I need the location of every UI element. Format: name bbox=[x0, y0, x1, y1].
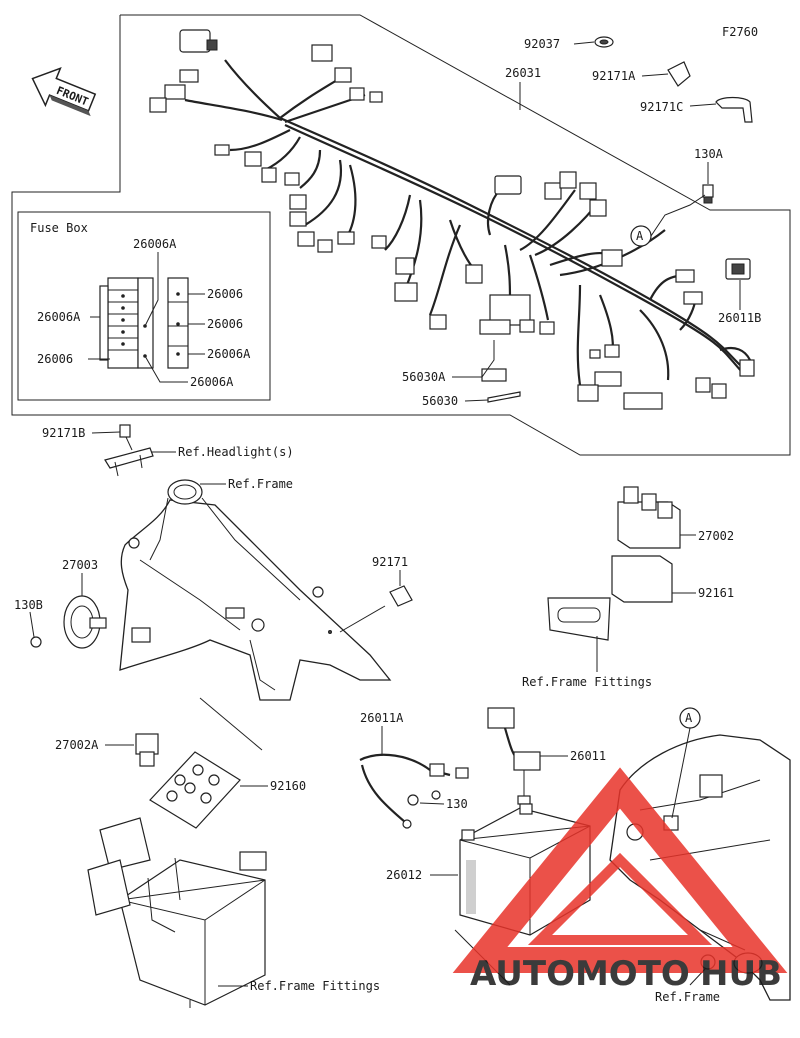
fuse-label-26006a-left: 26006A bbox=[37, 310, 81, 324]
ecu-bracket-92161 bbox=[547, 555, 673, 641]
callout-130a: 130A bbox=[694, 147, 724, 161]
callout-ref-frame-bottom: Ref.Frame bbox=[655, 990, 720, 1004]
diagram-code: F2760 bbox=[722, 25, 758, 39]
callout-130: 130 bbox=[446, 797, 468, 811]
harness-connectors bbox=[149, 29, 755, 410]
front-arrow-icon: FRONT bbox=[31, 66, 97, 117]
callout-26011a: 26011A bbox=[360, 711, 404, 725]
callout-27002: 27002 bbox=[698, 529, 734, 543]
marker-a-bottom: A bbox=[685, 711, 693, 725]
clip-92171 bbox=[339, 585, 413, 633]
battery-cover-92160 bbox=[149, 751, 241, 829]
callout-92161: 92161 bbox=[698, 586, 734, 600]
fuse-label-26006a-right: 26006A bbox=[207, 347, 251, 361]
battery-26012 bbox=[459, 803, 591, 936]
horn-27003 bbox=[30, 595, 107, 649]
callout-ref-headlight: Ref.Headlight(s) bbox=[178, 445, 294, 459]
connector-26011b bbox=[725, 258, 751, 280]
callout-56030a: 56030A bbox=[402, 370, 446, 384]
fuse-label-26006-left: 26006 bbox=[37, 352, 73, 366]
callout-92037: 92037 bbox=[524, 37, 560, 51]
harness-boundary bbox=[11, 14, 791, 456]
callout-ref-frame-top: Ref.Frame bbox=[228, 477, 293, 491]
clamp-92037 bbox=[594, 36, 614, 48]
watermark-text-right: HUB bbox=[700, 954, 782, 994]
cable-26011 bbox=[487, 707, 541, 805]
bolt-130a bbox=[702, 184, 714, 204]
battery-case bbox=[87, 817, 267, 1008]
clamp-92171c bbox=[715, 96, 753, 123]
callout-26011b: 26011B bbox=[718, 311, 761, 325]
callout-ref-frame-fittings-bottom: Ref.Frame Fittings bbox=[250, 979, 380, 993]
fuse-box-inset: Fuse Box 26006A 26006A bbox=[17, 211, 271, 401]
callout-92171: 92171 bbox=[372, 555, 408, 569]
cable-26011a bbox=[359, 753, 469, 829]
frame-front bbox=[119, 479, 392, 701]
headlight-bracket bbox=[104, 424, 154, 477]
callout-26031: 26031 bbox=[505, 66, 541, 80]
callout-92160: 92160 bbox=[270, 779, 306, 793]
callout-92171c: 92171C bbox=[640, 100, 683, 114]
fuse-label-26006a-bottom: 26006A bbox=[190, 375, 234, 389]
callout-27003: 27003 bbox=[62, 558, 98, 572]
marker-a-top: A bbox=[636, 229, 644, 243]
marker-a-leader bbox=[650, 194, 706, 237]
fuse-label-26006-right-1: 26006 bbox=[207, 287, 243, 301]
callout-ref-frame-fittings-right: Ref.Frame Fittings bbox=[522, 675, 652, 689]
relay-27002a bbox=[135, 733, 159, 767]
clamp-92171a bbox=[667, 61, 691, 87]
callout-56030: 56030 bbox=[422, 394, 458, 408]
callout-92171b: 92171B bbox=[42, 426, 85, 440]
callout-27002a: 27002A bbox=[55, 738, 99, 752]
watermark-logo: AUTOMOTO HUB bbox=[452, 767, 788, 994]
callout-92171a: 92171A bbox=[592, 69, 636, 83]
callout-130b: 130B bbox=[14, 598, 43, 612]
fuse-label-26006-right-2: 26006 bbox=[207, 317, 243, 331]
fuse-box-title: Fuse Box bbox=[30, 221, 88, 235]
ecu-27002 bbox=[617, 486, 681, 549]
watermark-text-left: AUTOMOTO bbox=[470, 954, 690, 994]
fuse-label-26006a-top: 26006A bbox=[133, 237, 177, 251]
callout-26011: 26011 bbox=[570, 749, 606, 763]
callout-26012: 26012 bbox=[386, 868, 422, 882]
